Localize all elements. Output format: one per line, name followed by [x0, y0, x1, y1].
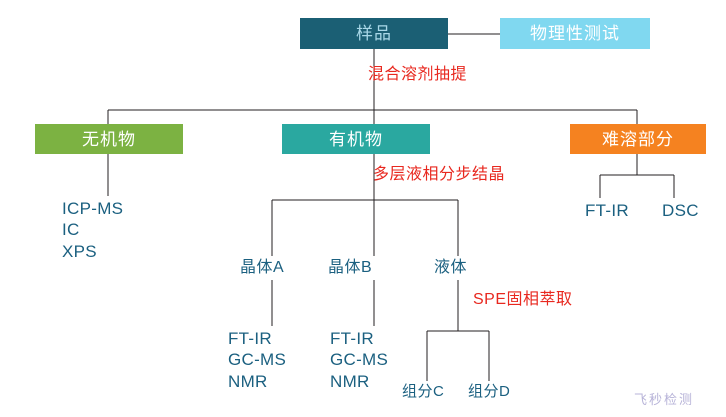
analysis-insoluble-dsc: DSC: [662, 201, 699, 220]
node-inorganic[interactable]: 无机物: [35, 124, 183, 154]
analysis-list-crystal-b: FT-IR GC-MS NMR: [330, 329, 389, 391]
node-component-c[interactable]: 组分C: [402, 383, 445, 400]
analysis-insoluble-ftir: FT-IR: [585, 201, 629, 220]
node-sample[interactable]: 样品: [300, 18, 448, 49]
annotation-crystallization: 多层液相分步结晶: [373, 166, 506, 183]
watermark: 飞秒检测: [634, 393, 695, 408]
annotation-spe: SPE固相萃取: [473, 291, 573, 308]
node-insoluble[interactable]: 难溶部分: [570, 124, 706, 154]
analysis-list-crystal-a: FT-IR GC-MS NMR: [228, 329, 287, 391]
analysis-list-inorganic: ICP-MS IC XPS: [62, 199, 124, 261]
node-physical-test[interactable]: 物理性测试: [500, 18, 650, 49]
node-organic[interactable]: 有机物: [282, 124, 430, 154]
node-crystal-b[interactable]: 晶体B: [328, 259, 373, 276]
node-liquid[interactable]: 液体: [434, 259, 468, 276]
node-crystal-a[interactable]: 晶体A: [240, 259, 285, 276]
annotation-extraction: 混合溶剂抽提: [368, 66, 468, 83]
node-component-d[interactable]: 组分D: [468, 383, 511, 400]
